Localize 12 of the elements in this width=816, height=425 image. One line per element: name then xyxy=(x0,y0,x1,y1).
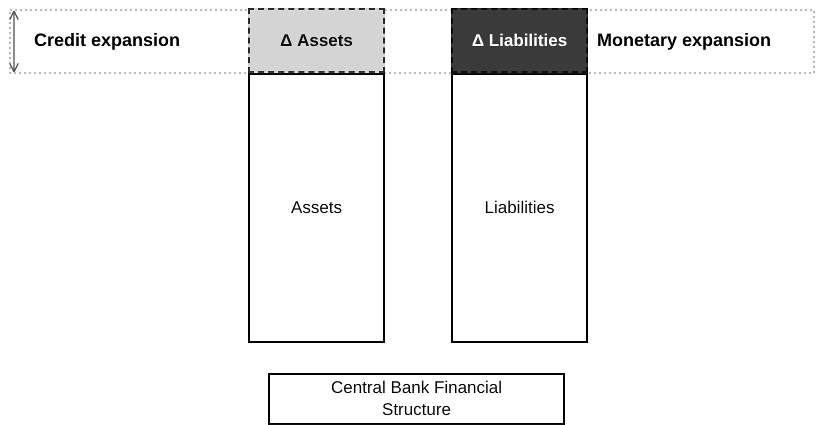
node-label: Δ Assets xyxy=(280,30,353,52)
node-label: Liabilities xyxy=(484,197,554,219)
node-label: Assets xyxy=(290,197,342,219)
caption-box xyxy=(268,373,565,425)
band-label: Credit expansion xyxy=(34,30,180,51)
band-label: Monetary expansion xyxy=(597,30,772,51)
delta-box xyxy=(248,8,385,73)
node-label: Central Bank Financial Structure xyxy=(330,377,504,421)
node-label: Δ Liabilities xyxy=(472,30,568,52)
balance-sheet-column xyxy=(248,73,385,343)
delta-box xyxy=(451,8,588,73)
balance-sheet-column xyxy=(451,73,588,343)
